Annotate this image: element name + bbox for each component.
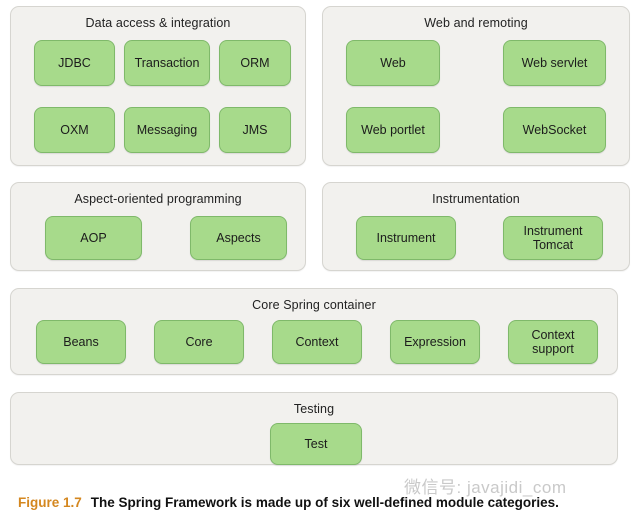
module-expression[interactable]: Expression [390,320,480,364]
panel-aspect-oriented-programming: Aspect-oriented programming AOP Aspects [10,182,306,271]
module-instrument-tomcat[interactable]: Instrument Tomcat [503,216,603,260]
figure-caption: Figure 1.7 The Spring Framework is made u… [18,494,622,512]
module-transaction[interactable]: Transaction [124,40,210,86]
module-test[interactable]: Test [270,423,362,465]
module-instrument[interactable]: Instrument [356,216,456,260]
module-messaging[interactable]: Messaging [124,107,210,153]
panel-instrumentation: Instrumentation Instrument Instrument To… [322,182,630,271]
panel-title-web-and-remoting: Web and remoting [424,16,528,30]
panel-title-instrumentation: Instrumentation [432,192,520,206]
figure-caption-text: The Spring Framework is made up of six w… [90,495,559,510]
module-context[interactable]: Context [272,320,362,364]
spring-framework-module-diagram: Data access & integration JDBC Transacti… [10,6,630,465]
panel-title-core-spring-container: Core Spring container [252,298,376,312]
panel-title-aspect-oriented-programming: Aspect-oriented programming [74,192,242,206]
figure-caption-label: Figure 1.7 [18,495,82,510]
panel-data-access-integration: Data access & integration JDBC Transacti… [10,6,306,166]
module-websocket[interactable]: WebSocket [503,107,606,153]
module-aop[interactable]: AOP [45,216,142,260]
module-aspects[interactable]: Aspects [190,216,287,260]
module-jms[interactable]: JMS [219,107,291,153]
panel-core-spring-container: Core Spring container Beans Core Context… [10,288,618,375]
module-web-servlet[interactable]: Web servlet [503,40,606,86]
module-orm[interactable]: ORM [219,40,291,86]
module-context-support[interactable]: Context support [508,320,598,364]
module-beans[interactable]: Beans [36,320,126,364]
panel-web-and-remoting: Web and remoting Web Web servlet Web por… [322,6,630,166]
panel-title-data-access-integration: Data access & integration [85,16,231,30]
panel-title-testing: Testing [293,402,335,416]
module-jdbc[interactable]: JDBC [34,40,115,86]
module-web[interactable]: Web [346,40,440,86]
module-oxm[interactable]: OXM [34,107,115,153]
panel-testing: Testing Test [10,392,618,465]
module-web-portlet[interactable]: Web portlet [346,107,440,153]
module-core[interactable]: Core [154,320,244,364]
